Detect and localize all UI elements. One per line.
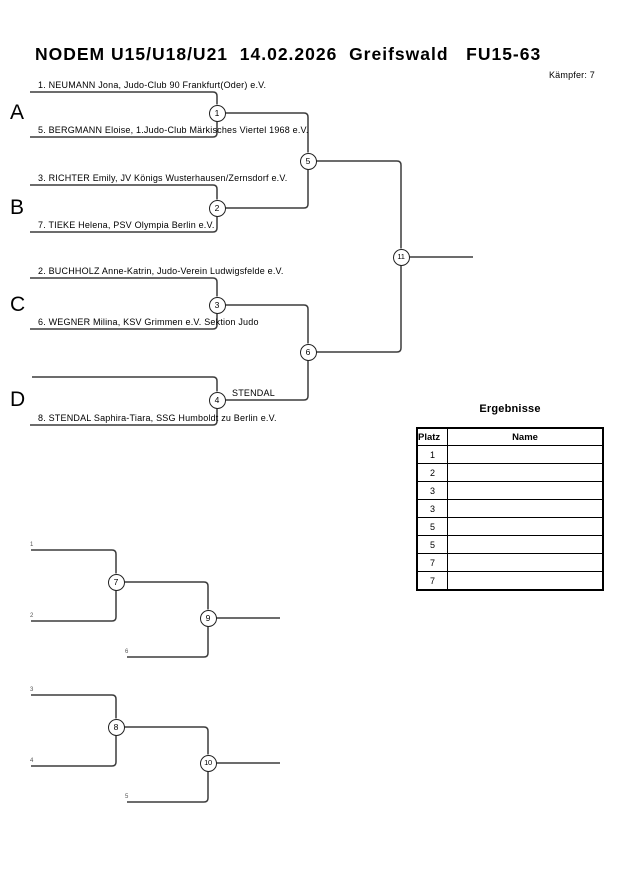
repechage-feeder-label: 4 bbox=[30, 758, 34, 764]
table-row: 5 bbox=[416, 535, 604, 554]
platz-cell: 7 bbox=[416, 571, 448, 591]
connector bbox=[31, 735, 117, 767]
connector bbox=[316, 160, 402, 249]
name-cell bbox=[447, 553, 604, 572]
platz-cell: 5 bbox=[416, 535, 448, 554]
match-circle-1: 1 bbox=[208, 104, 226, 122]
match-circle-10: 10 bbox=[199, 754, 217, 772]
platz-cell: 2 bbox=[416, 463, 448, 482]
competitor-name: 1. NEUMANN Jona, Judo-Club 90 Frankfurt(… bbox=[38, 80, 267, 90]
table-row: 2 bbox=[416, 463, 604, 482]
match-circle-3: 3 bbox=[208, 296, 226, 314]
table-row: 1 bbox=[416, 445, 604, 464]
connector bbox=[127, 771, 209, 803]
results-title: Ergebnisse bbox=[479, 403, 541, 415]
table-row: 5 bbox=[416, 517, 604, 536]
competitor-name: 5. BERGMANN Eloise, 1.Judo-Club Märkisch… bbox=[38, 125, 309, 135]
connector bbox=[124, 581, 209, 610]
connector bbox=[30, 313, 218, 330]
connector bbox=[124, 726, 209, 755]
name-cell bbox=[447, 463, 604, 482]
competitor-name: 3. RICHTER Emily, JV Königs Wusterhausen… bbox=[38, 173, 288, 183]
section-letter-b: B bbox=[10, 196, 25, 219]
connector bbox=[30, 184, 218, 200]
name-cell bbox=[447, 481, 604, 500]
match-circle-11: 11 bbox=[392, 248, 410, 266]
table-row: 3 bbox=[416, 481, 604, 500]
competitor-name: 6. WEGNER Milina, KSV Grimmen e.V. Sekti… bbox=[38, 317, 259, 327]
name-cell bbox=[447, 445, 604, 464]
section-letter-d: D bbox=[10, 388, 26, 411]
section-letter-a: A bbox=[10, 101, 25, 124]
platz-cell: 3 bbox=[416, 481, 448, 500]
connector bbox=[30, 216, 218, 233]
connector bbox=[31, 590, 117, 622]
competitor-name: 8. STENDAL Saphira-Tiara, SSG Humboldt z… bbox=[38, 413, 277, 423]
connector bbox=[30, 91, 218, 105]
repechage-feeder-label: 1 bbox=[30, 542, 34, 548]
repechage-feeder-label: 2 bbox=[30, 613, 34, 619]
platz-cell: 3 bbox=[416, 499, 448, 518]
match-circle-7: 7 bbox=[107, 573, 125, 591]
column-header-name: Name bbox=[447, 427, 604, 446]
connector bbox=[127, 626, 209, 658]
results-panel: Ergebnisse Platz Name 1 2 3 3 5 5 7 7 bbox=[416, 403, 604, 591]
section-letter-c: C bbox=[10, 293, 26, 316]
platz-cell: 7 bbox=[416, 553, 448, 572]
match-circle-9: 9 bbox=[199, 609, 217, 627]
page-title: NODEM U15/U18/U21 14.02.2026 Greifswald … bbox=[35, 44, 542, 64]
match-circle-8: 8 bbox=[107, 718, 125, 736]
fighters-count: Kämpfer: 7 bbox=[548, 70, 595, 80]
match-circle-5: 5 bbox=[299, 152, 317, 170]
connector bbox=[225, 304, 309, 344]
connector bbox=[316, 265, 402, 353]
results-table: Platz Name 1 2 3 3 5 5 7 7 bbox=[416, 427, 604, 591]
connector bbox=[225, 360, 309, 401]
repechage-feeder-label: 5 bbox=[125, 794, 129, 800]
column-header-platz: Platz bbox=[416, 427, 448, 446]
connector bbox=[30, 277, 218, 297]
name-cell bbox=[447, 517, 604, 536]
connector bbox=[30, 121, 218, 138]
platz-cell: 1 bbox=[416, 445, 448, 464]
table-row: 7 bbox=[416, 553, 604, 572]
competitor-name: 2. BUCHHOLZ Anne-Katrin, Judo-Verein Lud… bbox=[38, 266, 284, 276]
match-circle-4: 4 bbox=[208, 391, 226, 409]
connector bbox=[225, 112, 309, 153]
table-row: 3 bbox=[416, 499, 604, 518]
platz-cell: 5 bbox=[416, 517, 448, 536]
connector bbox=[31, 549, 117, 574]
table-row: 7 bbox=[416, 571, 604, 591]
match-circle-2: 2 bbox=[208, 199, 226, 217]
connector bbox=[31, 694, 117, 719]
repechage-feeder-label: 3 bbox=[30, 687, 34, 693]
name-cell bbox=[447, 499, 604, 518]
name-cell bbox=[447, 535, 604, 554]
competitor-name: 7. TIEKE Helena, PSV Olympia Berlin e.V. bbox=[38, 220, 215, 230]
match-winner-label: STENDAL bbox=[232, 388, 275, 398]
name-cell bbox=[447, 571, 604, 591]
match-circle-6: 6 bbox=[299, 343, 317, 361]
connector bbox=[32, 376, 218, 392]
connector bbox=[225, 169, 309, 209]
repechage-feeder-label: 6 bbox=[125, 649, 129, 655]
table-header-row: Platz Name bbox=[416, 427, 604, 446]
connector bbox=[30, 408, 218, 426]
